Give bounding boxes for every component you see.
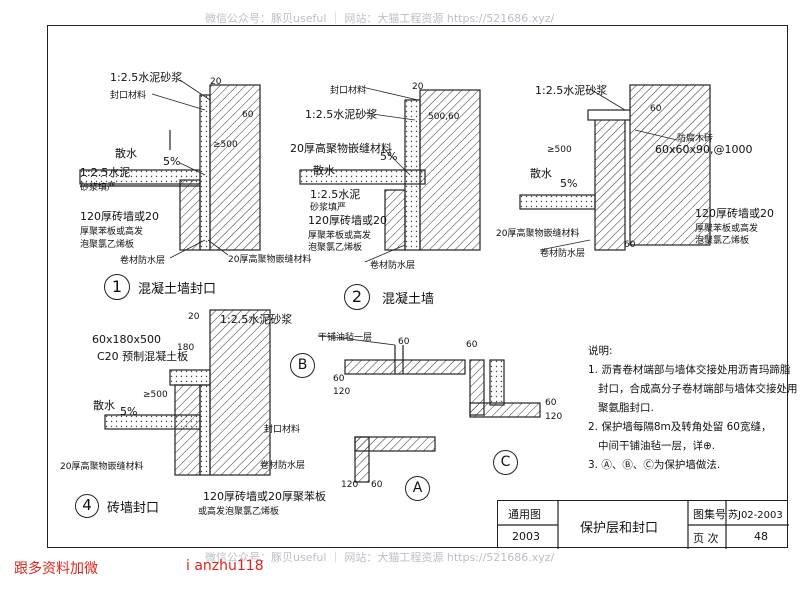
d1-dim-60: 60 bbox=[242, 110, 254, 120]
d2-slope-label: 5% bbox=[380, 150, 398, 163]
watermark-top: 微信公众号：豚贝useful ｜ 网站：大猫工程资源 https://52168… bbox=[205, 12, 555, 25]
d3-dim-60b: 60 bbox=[624, 240, 636, 250]
title-year: 2003 bbox=[512, 530, 540, 543]
d3-wood2-label: 60x60x90,@1000 bbox=[655, 143, 753, 156]
dA-dim-60: 60 bbox=[371, 480, 383, 490]
d3-dim-60a: 60 bbox=[650, 104, 662, 114]
d1-membrane-label: 卷材防水层 bbox=[120, 256, 166, 266]
d1-fill2-label: 砂浆填严 bbox=[80, 183, 117, 193]
detail-a-circle: A bbox=[405, 476, 430, 501]
notes-heading: 说明: bbox=[588, 345, 613, 357]
notes-block: 说明: 1. 沥青卷材端部与墙体交接处用沥青玛蹄脂 封口，合成高分子卷材端部与墙… bbox=[588, 342, 798, 475]
dA-dim-120: 120 bbox=[341, 480, 359, 490]
d4-apron-label: 散水 bbox=[93, 399, 115, 412]
d2-mortar-label: 1:2.5水泥砂浆 bbox=[305, 108, 378, 121]
d1-dim-500: ≥500 bbox=[213, 140, 238, 150]
d3-slope-label: 5% bbox=[560, 177, 578, 190]
d2-caulk-label: 20厚高聚物嵌缝材料 bbox=[290, 142, 392, 155]
d3-mortar-label: 1:2.5水泥砂浆 bbox=[535, 84, 608, 97]
dC-dim-60a: 60 bbox=[466, 340, 478, 350]
d2-board2-label: 厚聚苯板或高发 bbox=[308, 231, 372, 241]
d1-board2-label: 厚聚苯板或高发 bbox=[80, 227, 144, 237]
dB-dim-60a: 60 bbox=[398, 337, 410, 347]
d4-dim-500: ≥500 bbox=[143, 390, 168, 400]
detail-1-title: 混凝土墙封口 bbox=[138, 282, 217, 297]
d3-apron-label: 散水 bbox=[530, 167, 552, 180]
detail-4-title: 砖墙封口 bbox=[107, 501, 160, 516]
d1-fill1-label: 1:2.5水泥 bbox=[80, 166, 131, 179]
d1-caulk-label: 20厚高聚物嵌缝材料 bbox=[228, 255, 312, 265]
d2-board1-label: 120厚砖墙或20 bbox=[308, 214, 387, 227]
notes-line-4: 2. 保护墙每隔8m及转角处留 60宽缝， bbox=[588, 421, 772, 433]
d2-dim-500: 500,60 bbox=[428, 112, 460, 122]
d1-board3-label: 泡聚氯乙烯板 bbox=[80, 240, 135, 250]
detail-c-circle: C bbox=[493, 450, 518, 475]
title-page-label: 页 次 bbox=[693, 532, 719, 545]
title-block-grid bbox=[498, 501, 789, 549]
d4-seal-label: 封口材料 bbox=[264, 425, 301, 435]
d1-slope-label: 5% bbox=[163, 155, 181, 168]
d1-board1-label: 120厚砖墙或20 bbox=[80, 210, 159, 223]
d1-seal-label: 封口材料 bbox=[110, 91, 147, 101]
d3-board1-label: 120厚砖墙或20 bbox=[695, 207, 774, 220]
d4-board1-label: 120厚砖墙或20厚聚苯板 bbox=[203, 490, 326, 503]
d4-mortar-label: 1:2.5水泥砂浆 bbox=[220, 313, 293, 326]
d2-seal-label: 封口材料 bbox=[330, 86, 367, 96]
d3-caulk-label: 20厚高聚物嵌缝材料 bbox=[496, 229, 580, 239]
drawing-frame bbox=[47, 25, 788, 548]
title-block: 通用图 2003 保护层和封口 图集号 苏J02-2003 页 次 48 bbox=[497, 500, 789, 549]
d4-dim-20: 20 bbox=[188, 312, 200, 322]
d2-dim-20: 20 bbox=[412, 82, 424, 92]
d2-fill1-label: 1:2.5水泥 bbox=[310, 188, 361, 201]
d3-membrane-label: 卷材防水层 bbox=[540, 249, 586, 259]
d1-apron-label: 散水 bbox=[115, 147, 137, 160]
title-main: 保护层和封口 bbox=[580, 521, 659, 536]
detail-1-circle: 1 bbox=[104, 274, 130, 300]
title-general-label: 通用图 bbox=[508, 508, 541, 521]
title-atlas-label: 图集号 bbox=[693, 508, 726, 521]
d4-slab1-label: 60x180x500 bbox=[92, 333, 162, 346]
watermark-bottom: 微信公众号：豚贝useful ｜ 网站：大猫工程资源 https://52168… bbox=[205, 551, 555, 564]
title-page-no: 48 bbox=[754, 530, 768, 543]
detail-4-circle: 4 bbox=[75, 494, 99, 518]
footer-right-text: i anzhu118 bbox=[186, 558, 264, 574]
dC-dim-120: 120 bbox=[545, 412, 563, 422]
detail-2-title: 混凝土墙 bbox=[382, 292, 435, 307]
notes-line-2: 封口，合成高分子卷材端部与墙体交接处用 bbox=[598, 383, 798, 395]
detail-2-circle: 2 bbox=[344, 284, 370, 310]
notes-line-1: 1. 沥青卷材端部与墙体交接处用沥青玛蹄脂 bbox=[588, 364, 791, 376]
dC-dim-60b: 60 bbox=[545, 398, 557, 408]
notes-line-5: 中间干铺油毡一层，详⊕. bbox=[598, 440, 716, 452]
d4-membrane-label: 卷材防水层 bbox=[260, 461, 306, 471]
d3-board3-label: 泡聚氯乙烯板 bbox=[695, 236, 750, 246]
d2-membrane-label: 卷材防水层 bbox=[370, 261, 416, 271]
d4-slab2-label: C20 预制混凝土板 bbox=[97, 350, 189, 363]
dB-dim-60b: 60 bbox=[333, 374, 345, 384]
notes-line-6: 3. Ⓐ、Ⓑ、Ⓒ为保护墙做法. bbox=[588, 459, 721, 471]
d4-dim-180: 180 bbox=[177, 343, 195, 353]
d4-board2-label: 或高发泡聚氯乙烯板 bbox=[198, 507, 280, 517]
d4-caulk-label: 20厚高聚物嵌缝材料 bbox=[60, 462, 144, 472]
d2-apron-label: 散水 bbox=[313, 164, 335, 177]
dB-dim-120: 120 bbox=[333, 387, 351, 397]
detail-b-circle: B bbox=[290, 353, 315, 378]
notes-line-3: 聚氨脂封口. bbox=[598, 402, 654, 414]
d3-board2-label: 厚聚苯板或高发 bbox=[695, 224, 759, 234]
d3-dim-500: ≥500 bbox=[547, 145, 572, 155]
d2-fill2-label: 砂浆填严 bbox=[310, 203, 347, 213]
d4-slope-label: 5% bbox=[120, 405, 138, 418]
d2-board3-label: 泡聚氯乙烯板 bbox=[308, 243, 363, 253]
d3-wood1-label: 防腐木砖 bbox=[677, 134, 714, 144]
d1-dim-20: 20 bbox=[210, 77, 222, 87]
dB-note: 干铺油毡一层 bbox=[318, 333, 373, 343]
title-atlas-no: 苏J02-2003 bbox=[728, 510, 783, 521]
d1-mortar-label: 1:2.5水泥砂浆 bbox=[110, 71, 183, 84]
footer-left-text: 跟多资料加微 bbox=[14, 561, 98, 577]
